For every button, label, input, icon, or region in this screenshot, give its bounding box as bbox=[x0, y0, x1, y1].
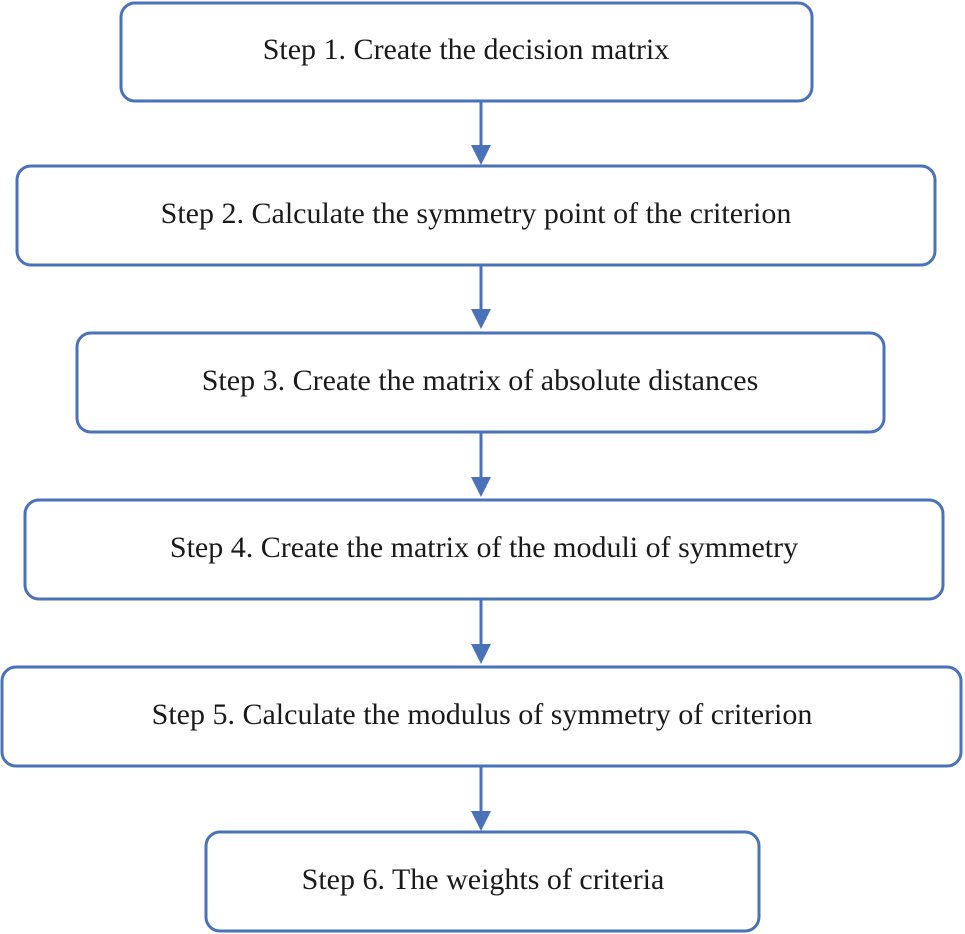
arrow-1-to-2 bbox=[471, 101, 491, 165]
step-1-node: Step 1. Create the decision matrix bbox=[119, 1, 814, 103]
step-6-label: Step 6. The weights of criteria bbox=[302, 863, 665, 896]
step-1-box bbox=[119, 1, 814, 103]
step-4-box bbox=[23, 498, 945, 601]
step-2-box bbox=[15, 164, 937, 267]
step-4-label: Step 4. Create the matrix of the moduli … bbox=[170, 531, 798, 564]
step-2-label: Step 2. Calculate the symmetry point of … bbox=[161, 197, 792, 230]
step-6-node: Step 6. The weights of criteria bbox=[204, 830, 761, 933]
arrow-4-to-5 bbox=[471, 599, 491, 664]
step-2-node: Step 2. Calculate the symmetry point of … bbox=[15, 164, 937, 267]
arrow-3-to-4 bbox=[471, 432, 491, 497]
step-5-label: Step 5. Calculate the modulus of symmetr… bbox=[152, 698, 813, 731]
step-3-label: Step 3. Create the matrix of absolute di… bbox=[202, 364, 759, 397]
step-1-label: Step 1. Create the decision matrix bbox=[263, 33, 670, 66]
arrow-2-to-3 bbox=[471, 265, 491, 329]
step-6-box bbox=[204, 830, 761, 933]
step-4-node: Step 4. Create the matrix of the moduli … bbox=[23, 498, 945, 601]
step-3-node: Step 3. Create the matrix of absolute di… bbox=[75, 331, 886, 434]
step-5-node: Step 5. Calculate the modulus of symmetr… bbox=[0, 665, 963, 768]
arrow-5-to-6 bbox=[471, 766, 491, 831]
